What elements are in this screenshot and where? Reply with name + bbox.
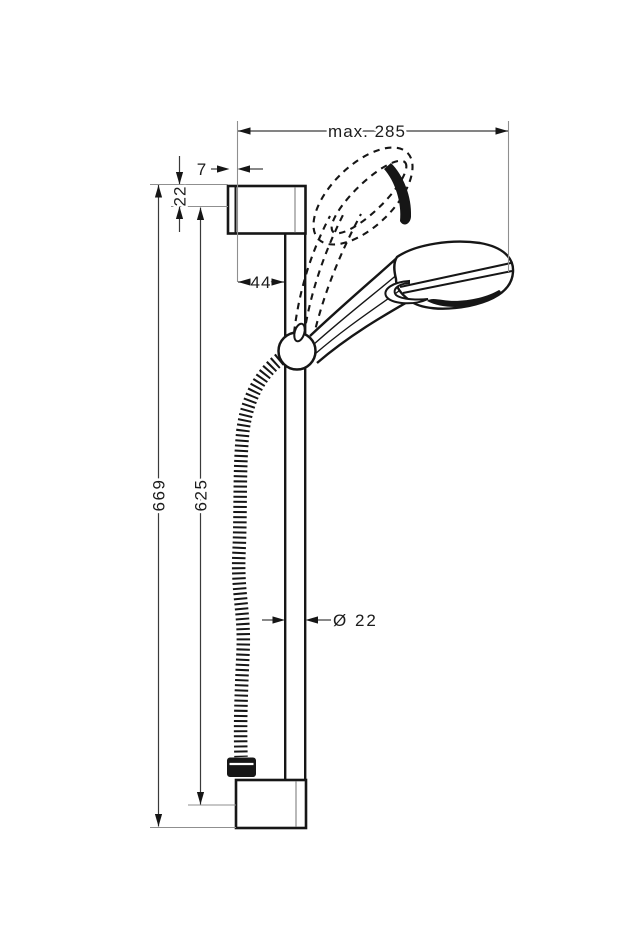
shower-hose [227, 350, 289, 777]
hand-shower-alt-position [292, 146, 414, 340]
dim-label-22: 22 [171, 186, 190, 207]
arrow-625-down [196, 792, 205, 805]
shower-rail [284, 233, 307, 780]
arrow-669-down [154, 814, 163, 827]
alt-handle-line-3 [311, 213, 362, 340]
knob-release-clip [293, 322, 306, 343]
arrow-diameter-left [305, 616, 318, 624]
arrow-22-down [175, 172, 184, 185]
hand-shower [309, 240, 515, 364]
wall-bracket-top [226, 184, 307, 235]
head-contour-line-1 [399, 262, 512, 288]
arrow-22-up [175, 206, 184, 219]
head-contour-line-2 [402, 270, 513, 294]
alt-handle-line-1 [292, 215, 331, 334]
handle-top-edge [309, 255, 400, 337]
arrow-diameter-right [272, 616, 285, 624]
dimension-labels: max. 285 7 22 44 669 625 Ø 22 [147, 120, 407, 633]
head-spray-face [427, 290, 501, 307]
arrow-44-right [271, 278, 284, 286]
dim-label-44: 44 [251, 273, 272, 292]
arrow-max-right [495, 127, 508, 135]
arrow-44-left [238, 278, 251, 286]
hose-ribbed-tube [231, 350, 289, 758]
extension-lines [150, 121, 510, 829]
dim-label-offset-7: 7 [197, 160, 207, 179]
dimension-arrowheads [154, 127, 508, 827]
dim-label-625: 625 [192, 479, 211, 512]
arrow-7-right [217, 165, 230, 173]
dimension-lines [157, 130, 508, 827]
dim-label-diameter-22: Ø 22 [333, 611, 378, 630]
alt-handle-line-2 [302, 210, 346, 336]
head-grip-hook [384, 279, 429, 305]
arrow-max-left [238, 127, 251, 135]
wall-bracket-bottom [234, 778, 308, 830]
arrow-669-up [154, 185, 163, 198]
hose-fitting [227, 757, 256, 777]
arrow-625-up [196, 207, 205, 220]
alt-head-outer-outline [312, 146, 414, 246]
arrow-7-left [237, 165, 250, 173]
dim-label-max-width: max. 285 [328, 122, 406, 141]
slider-knob [277, 322, 317, 371]
alt-head-spray-face [384, 163, 412, 225]
dim-label-669: 669 [150, 479, 169, 512]
alt-head-inner-outline [330, 159, 408, 235]
